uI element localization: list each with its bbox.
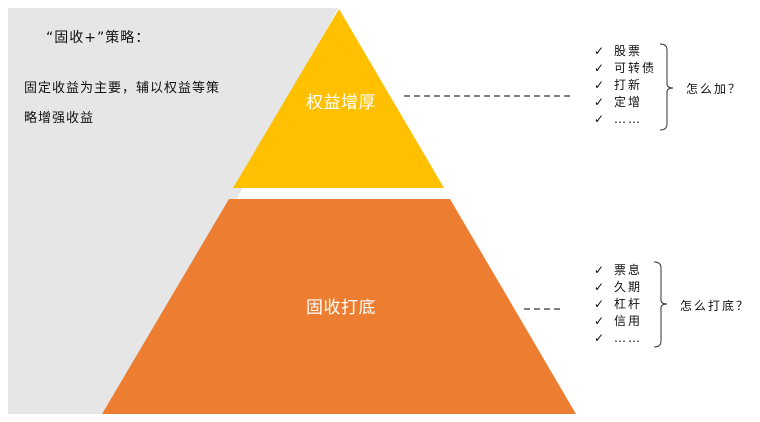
strategy-desc-line2: 略增强收益 — [24, 111, 95, 126]
strategy-desc-line1: 固定收益为主要，辅以权益等策 — [24, 81, 221, 96]
list-item: ✓…… — [594, 331, 642, 345]
background-panel — [8, 8, 338, 414]
checkmark-icon: ✓ — [594, 61, 607, 75]
top-brace — [659, 43, 674, 131]
checkmark-icon: ✓ — [594, 78, 607, 92]
checkmark-icon: ✓ — [594, 112, 607, 126]
checkmark-icon: ✓ — [594, 331, 607, 345]
list-item: ✓打新 — [594, 78, 643, 92]
list-item: ✓股票 — [594, 44, 643, 58]
fixed-income-methods-list: ✓票息 ✓久期 ✓杠杆 ✓信用 ✓…… — [594, 262, 642, 347]
bottom-question: 怎么打底？ — [680, 299, 751, 313]
bottom-tier-trapezoid — [102, 199, 576, 414]
strategy-description: 固定收益为主要，辅以权益等策 略增强收益 — [24, 74, 220, 134]
list-item: ✓票息 — [594, 263, 643, 277]
checkmark-icon: ✓ — [594, 263, 607, 277]
list-item: ✓杠杆 — [594, 297, 643, 311]
checkmark-icon: ✓ — [594, 280, 607, 294]
strategy-title: “固收+”策略： — [46, 30, 151, 46]
checkmark-icon: ✓ — [594, 95, 607, 109]
checkmark-icon: ✓ — [594, 297, 607, 311]
list-item: ✓可转债 — [594, 61, 657, 75]
list-item: ✓…… — [594, 112, 642, 126]
top-tier-label: 权益增厚 — [306, 93, 376, 113]
list-item: ✓久期 — [594, 280, 643, 294]
checkmark-icon: ✓ — [594, 314, 607, 328]
list-item: ✓定增 — [594, 95, 643, 109]
equity-methods-list: ✓股票 ✓可转债 ✓打新 ✓定增 ✓…… — [594, 43, 656, 128]
list-item: ✓信用 — [594, 314, 643, 328]
top-question: 怎么加？ — [686, 82, 743, 96]
checkmark-icon: ✓ — [594, 44, 607, 58]
bottom-brace — [653, 261, 668, 348]
bottom-tier-label: 固收打底 — [306, 298, 376, 318]
top-tier-triangle — [233, 9, 444, 188]
